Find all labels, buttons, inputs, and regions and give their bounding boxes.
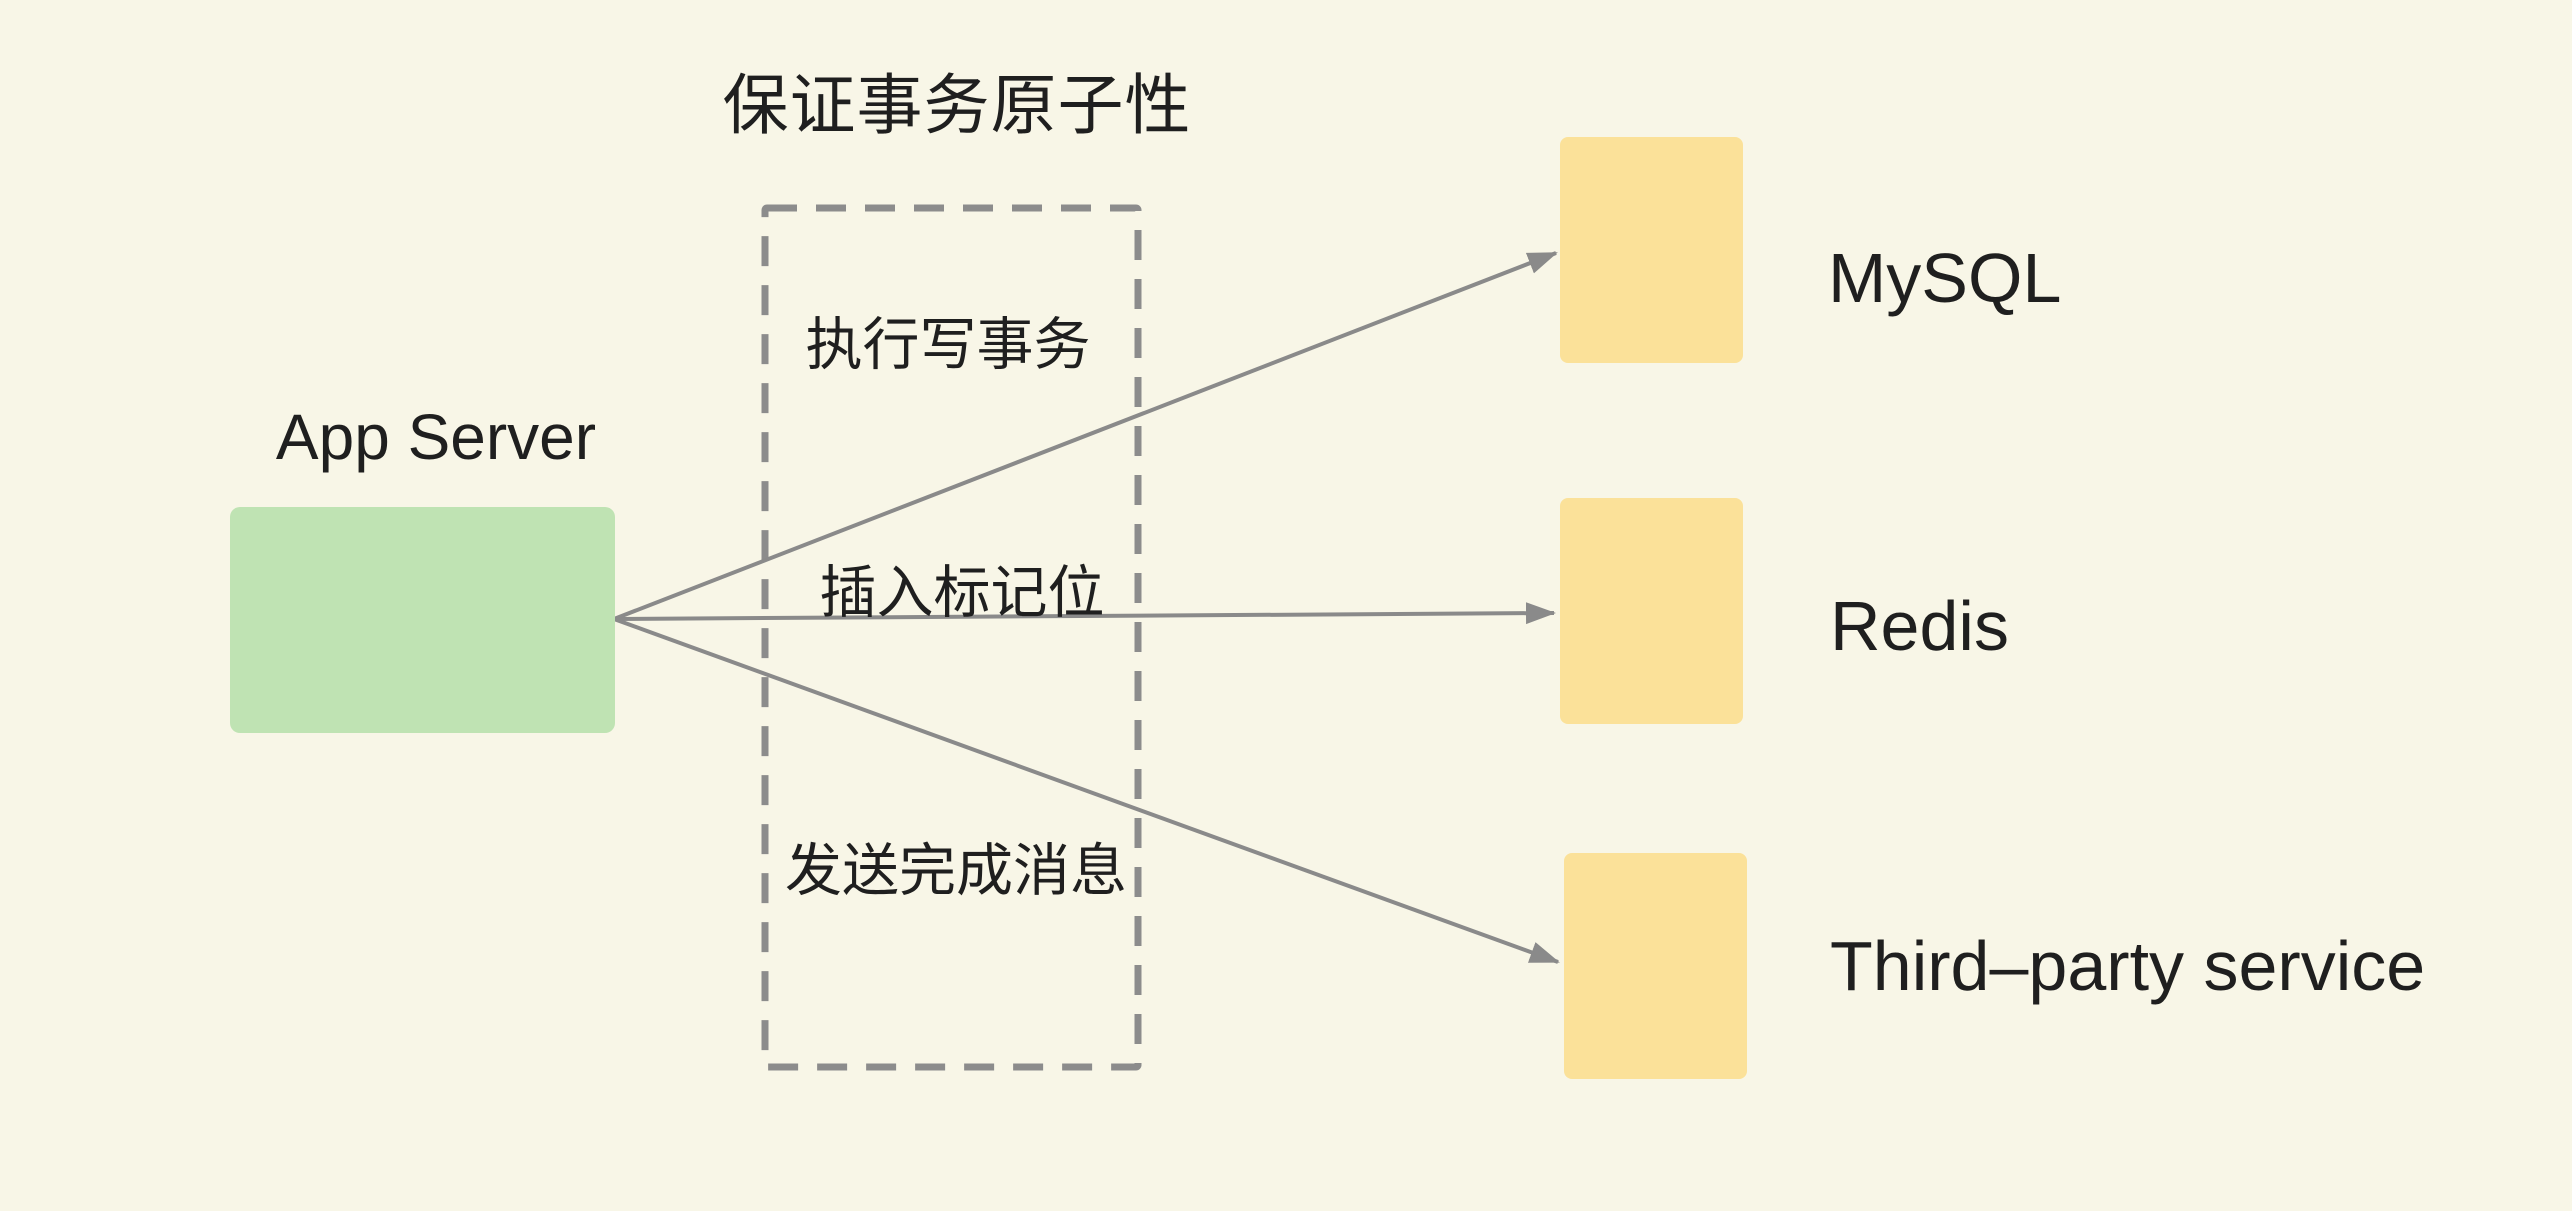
app-server-label: App Server bbox=[275, 401, 597, 473]
mysql-label: MySQL bbox=[1828, 239, 2062, 317]
app-server-node bbox=[230, 507, 615, 733]
edge-app-to-thirdparty bbox=[613, 617, 1560, 964]
redis-label: Redis bbox=[1830, 587, 2009, 665]
mysql-node bbox=[1560, 137, 1743, 363]
atomicity-dashed-box bbox=[761, 204, 1142, 1071]
step-label-insert-marker: 插入标记位 bbox=[819, 561, 1105, 625]
diagram-title: 保证事务原子性 bbox=[722, 68, 1192, 142]
edge-app-to-redis bbox=[613, 602, 1556, 625]
step-label-write-transaction: 执行写事务 bbox=[805, 313, 1091, 377]
edge-app-to-mysql bbox=[613, 251, 1558, 621]
thirdparty-node bbox=[1564, 853, 1747, 1079]
redis-node bbox=[1560, 498, 1743, 724]
thirdparty-label: Third–party service bbox=[1830, 927, 2426, 1005]
step-label-send-complete-message: 发送完成消息 bbox=[785, 839, 1127, 903]
